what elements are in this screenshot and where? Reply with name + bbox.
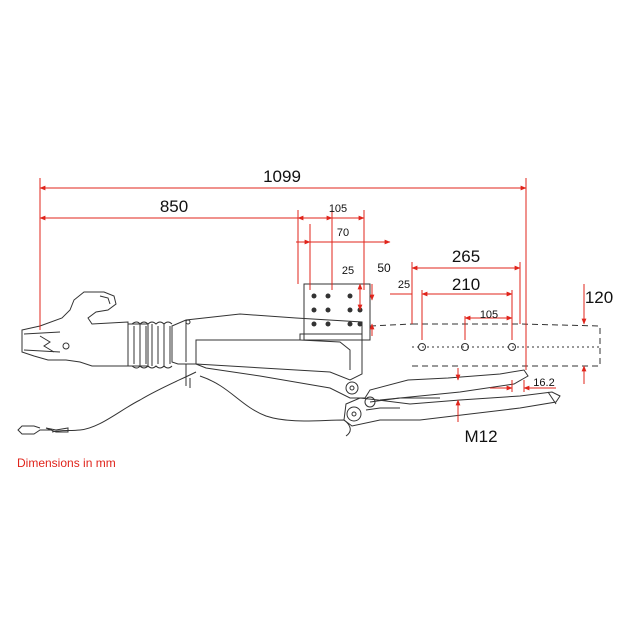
overrun-housing: [127, 323, 149, 367]
dim-mount-vertical-small: 25: [342, 265, 354, 277]
chassis-arm: [195, 363, 529, 403]
dim-rod-offset: 16.2: [533, 377, 554, 389]
coupling-head: [21, 291, 129, 367]
dim-mount-vertical-large: 50: [377, 261, 391, 275]
handbrake-lever: [343, 391, 561, 427]
drawbar-tube: [171, 313, 363, 365]
dim-rear-hole-span: 210: [452, 275, 480, 294]
units-note: Dimensions in mm: [17, 456, 116, 470]
mount-plate: [303, 283, 371, 341]
dim-rear-plate-length: 265: [452, 247, 480, 266]
dim-thread: M12: [464, 427, 497, 446]
dim-overall-length: 1099: [263, 167, 301, 186]
dim-rear-plate-height: 120: [585, 288, 613, 307]
dim-to-mount-center: 850: [160, 197, 188, 216]
coupling-drawing: [17, 291, 561, 437]
dimension-lines: [39, 178, 587, 422]
dim-rear-hole-pitch: 105: [480, 309, 498, 321]
rear-plate: [369, 323, 601, 367]
dim-mount-plate-width: 105: [329, 203, 347, 215]
bellows: [131, 321, 173, 369]
dim-mount-hole-spacing: 70: [337, 227, 349, 239]
dim-rear-hole-offset: 25: [398, 279, 410, 291]
breakaway-cable: [51, 371, 351, 437]
